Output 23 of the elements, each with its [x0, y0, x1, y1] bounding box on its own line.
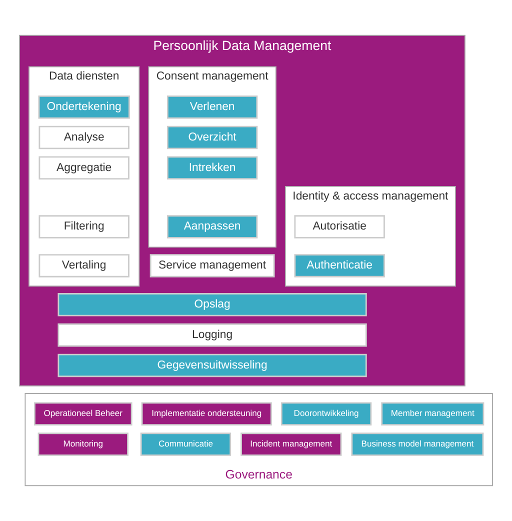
node-box: Autorisatie [294, 215, 385, 238]
node-box: Service management [150, 254, 275, 278]
node-box: Authenticatie [294, 254, 385, 278]
node-box: Monitoring [38, 432, 128, 456]
node-box: Implementatie ondersteuning [141, 402, 272, 426]
node-box: Incident management [240, 432, 342, 456]
node-box: Filtering [38, 215, 130, 238]
node-box: Member management [381, 402, 484, 426]
node-box: Opslag [58, 293, 367, 316]
node-box: Aanpassen [166, 215, 258, 238]
node-box: Doorontwikkeling [280, 402, 372, 426]
node-box: Vertaling [38, 254, 130, 278]
node-box: Communicatie [140, 432, 232, 456]
node-box: Intrekken [166, 156, 258, 180]
node-box: Ondertekening [38, 95, 130, 119]
node-box: Verlenen [166, 95, 258, 119]
node-box: Logging [58, 323, 367, 347]
node-box: Gegevensuitwisseling [58, 354, 367, 378]
node-box: Overzicht [166, 126, 258, 150]
node-box: Business model management [351, 432, 484, 456]
node-box: Operationeel Beheer [34, 402, 132, 426]
node-box: Aggregatie [38, 156, 130, 180]
node-box: Analyse [38, 126, 130, 150]
